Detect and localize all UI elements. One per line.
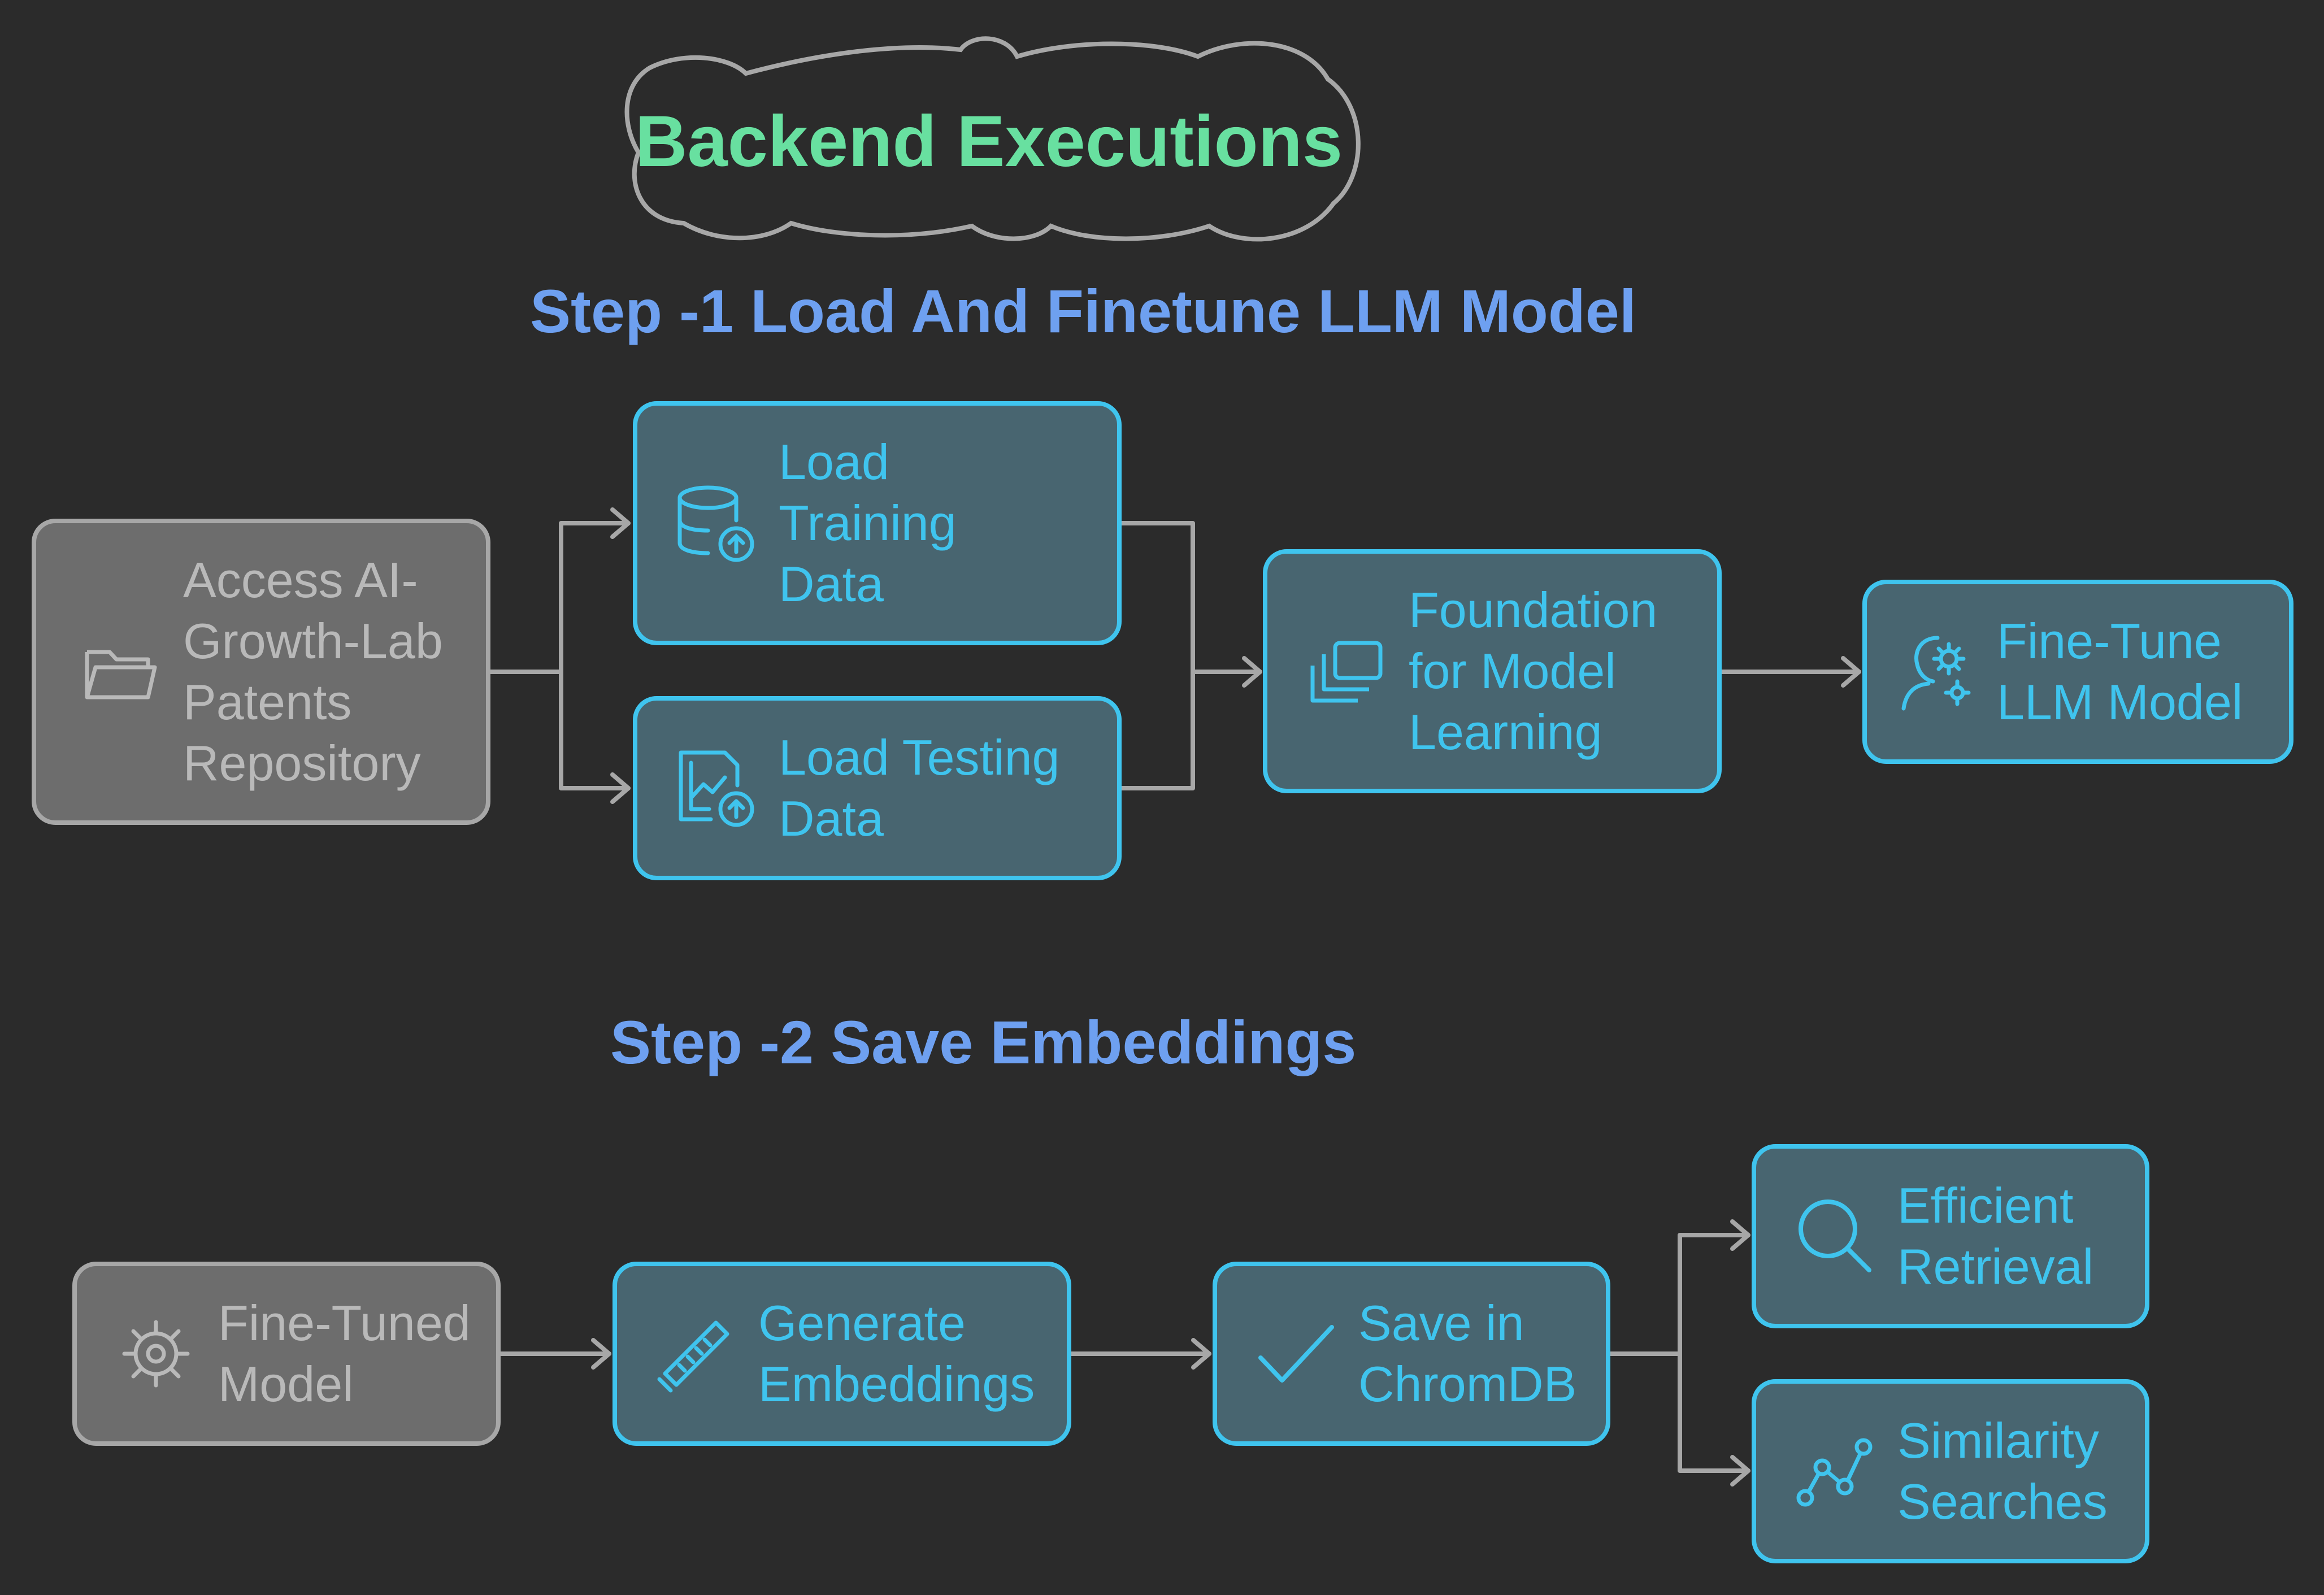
node-fine-tuned-model-label: Fine-Tuned Model bbox=[218, 1295, 471, 1412]
node-efficient-retrieval[interactable]: Efficient Retrieval bbox=[1752, 1144, 2149, 1328]
node-generate-embeddings[interactable]: Generate Embeddings bbox=[613, 1262, 1071, 1446]
gear-icon bbox=[94, 1314, 218, 1393]
database-upload-icon bbox=[654, 481, 779, 566]
arrowhead-generate bbox=[591, 1338, 611, 1370]
ruler-icon bbox=[634, 1311, 758, 1396]
chart-upload-icon bbox=[654, 746, 779, 831]
connector-repo-split bbox=[488, 521, 631, 790]
node-load-training-data[interactable]: Load Training Data bbox=[633, 401, 1122, 645]
arrowhead-similarity bbox=[1730, 1455, 1750, 1487]
connector-merge bbox=[1119, 521, 1262, 790]
node-efficient-retrieval-label: Efficient Retrieval bbox=[1897, 1177, 2094, 1294]
person-gear-icon bbox=[1884, 629, 1997, 714]
node-similarity-searches-label: Similarity Searches bbox=[1897, 1413, 2108, 1529]
arrowhead-training bbox=[610, 507, 631, 539]
step-2-heading: Step -2 Save Embeddings bbox=[610, 1008, 1357, 1076]
page-title: Backend Executions bbox=[635, 101, 1343, 182]
search-icon bbox=[1773, 1194, 1897, 1279]
node-load-training-data-label: Load Training Data bbox=[779, 434, 957, 612]
node-access-repository[interactable]: Access AI- Growth-Lab Patents Repository bbox=[32, 519, 490, 825]
node-generate-embeddings-label: Generate Embeddings bbox=[758, 1295, 1035, 1412]
step-1-heading: Step -1 Load And Finetune LLM Model bbox=[530, 277, 1636, 345]
node-similarity-searches[interactable]: Similarity Searches bbox=[1752, 1379, 2149, 1563]
node-save-chromdb[interactable]: Save in ChromDB bbox=[1213, 1262, 1610, 1446]
node-load-testing-data[interactable]: Load Testing Data bbox=[633, 696, 1122, 880]
node-fine-tuned-model[interactable]: Fine-Tuned Model bbox=[72, 1262, 501, 1446]
node-fine-tune-llm[interactable]: Fine-Tune LLM Model bbox=[1862, 580, 2293, 764]
arrowhead-finetune bbox=[1841, 656, 1861, 688]
node-foundation[interactable]: Foundation for Model Learning bbox=[1263, 549, 1722, 793]
arrowhead-retrieval bbox=[1730, 1219, 1750, 1251]
arrowhead-save bbox=[1191, 1338, 1211, 1370]
node-save-chromdb-label: Save in ChromDB bbox=[1358, 1295, 1577, 1412]
arrowhead-foundation bbox=[1242, 656, 1262, 688]
line-chart-icon bbox=[1773, 1429, 1897, 1514]
node-access-repository-label: Access AI- Growth-Lab Patents Repository bbox=[183, 552, 443, 791]
node-load-testing-data-label: Load Testing Data bbox=[779, 729, 1060, 846]
layers-icon bbox=[1284, 634, 1409, 708]
arrowhead-testing bbox=[610, 772, 631, 804]
check-icon bbox=[1234, 1317, 1358, 1390]
node-fine-tune-llm-label: Fine-Tune LLM Model bbox=[1997, 613, 2243, 730]
folder-icon bbox=[59, 638, 183, 706]
node-foundation-label: Foundation for Model Learning bbox=[1409, 582, 1658, 760]
connector-save-split bbox=[1608, 1233, 1750, 1473]
